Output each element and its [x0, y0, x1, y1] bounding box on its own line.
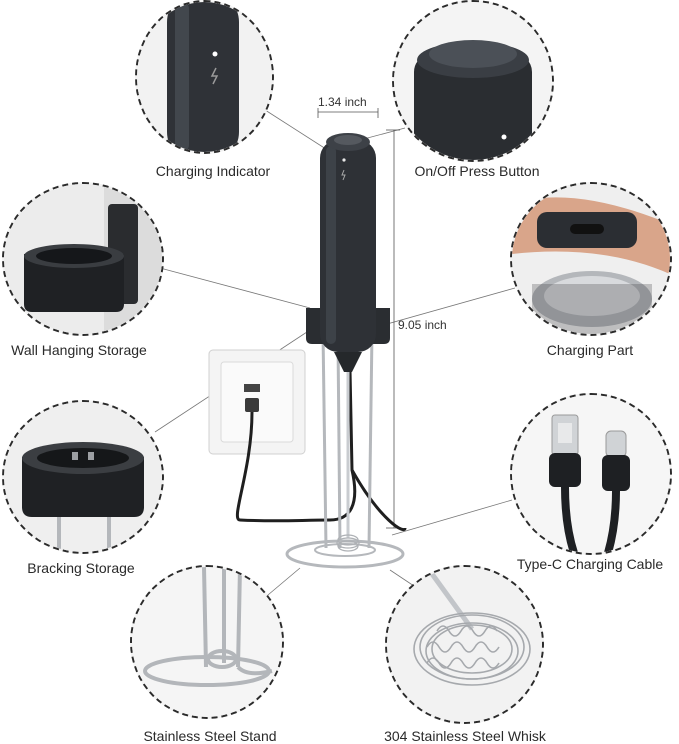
frother-body — [320, 133, 376, 372]
charging-part-image — [512, 184, 670, 334]
bracking-storage-circle — [2, 400, 164, 554]
wall-storage-circle — [2, 182, 164, 336]
on-off-button-label: On/Off Press Button — [414, 163, 540, 179]
on-off-button-circle — [392, 0, 554, 162]
charging-indicator-circle — [135, 0, 274, 154]
steel-whisk-circle — [385, 565, 544, 724]
leader-line-wall-storage — [159, 267, 311, 309]
charging-cable — [235, 369, 357, 523]
steel-whisk-label: 304 Stainless Steel Whisk — [384, 728, 546, 744]
type-c-cable-circle — [510, 393, 672, 555]
wall-socket — [208, 349, 306, 455]
whisk-coil — [336, 534, 360, 552]
type-c-cable-image — [512, 395, 670, 553]
steel-stand-circle — [130, 565, 284, 719]
height-dimension-label: 9.05 inch — [398, 318, 447, 332]
wall-storage-image — [4, 184, 162, 334]
bracking-storage-label: Bracking Storage — [27, 560, 135, 576]
on-off-button-image — [394, 2, 552, 160]
leader-line-type-c-cable — [391, 499, 513, 536]
width-dimension-label: 1.34 inch — [318, 95, 367, 109]
leader-line-charging-part — [379, 287, 516, 327]
steel-whisk-image — [387, 567, 542, 722]
charging-indicator-image — [137, 2, 272, 152]
charging-part-label: Charging Part — [546, 342, 634, 358]
wall-storage-label: Wall Hanging Storage — [11, 342, 147, 358]
type-c-cable-label: Type-C Charging Cable — [516, 556, 664, 572]
steel-stand-image — [132, 567, 282, 717]
charging-indicator-label: Charging Indicator — [155, 163, 271, 179]
charging-part-circle — [510, 182, 672, 336]
bracking-storage-image — [4, 402, 162, 552]
steel-stand-label: Stainless Steel Stand — [143, 728, 277, 744]
